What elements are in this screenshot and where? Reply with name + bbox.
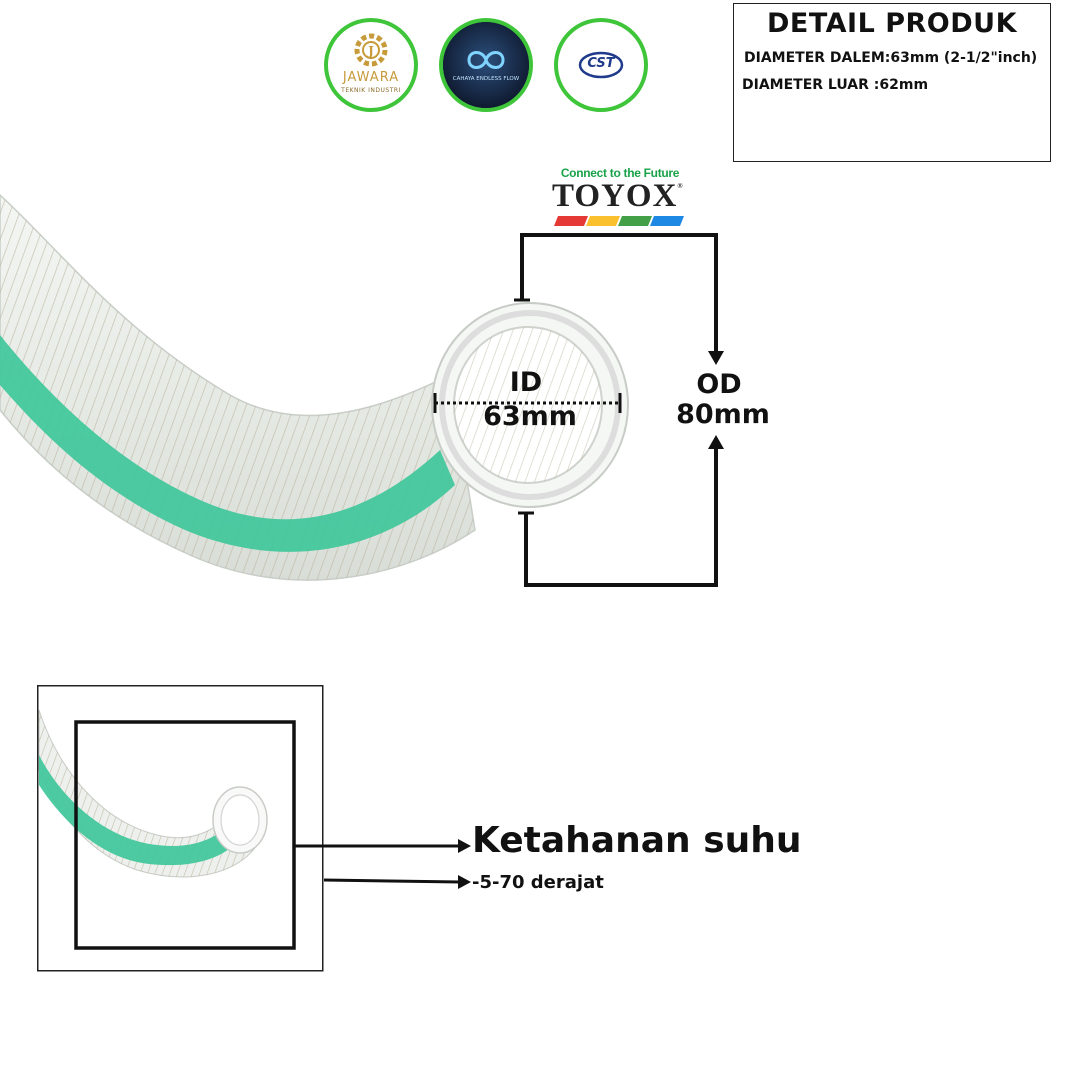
arrow-right-icon [458, 875, 471, 889]
jawara-logo-name: JAWARA [342, 70, 400, 85]
cst-logo-name: CST [587, 56, 615, 71]
detail-title: DETAIL PRODUK [766, 8, 1017, 39]
brand-name: TOYOX® [552, 178, 684, 214]
id-label: ID [509, 367, 543, 398]
feature-pointer-arrows [294, 839, 471, 889]
svg-text:J: J [367, 44, 374, 58]
arrow-right-icon [458, 839, 471, 853]
gear-icon: J [354, 33, 388, 67]
temperature-inset [37, 685, 324, 972]
cst-badge-icon [578, 51, 624, 79]
hose-illustration [0, 193, 629, 581]
cahaya-logo: CAHAYA ENDLESS FLOW [439, 18, 533, 112]
jawara-logo: J JAWARA TEKNIK INDUSTRI [324, 18, 418, 112]
infinity-icon [443, 22, 529, 108]
arrow-up-icon [708, 435, 724, 449]
id-value: 63mm [483, 401, 577, 432]
feature-value: -5-70 derajat [472, 872, 604, 893]
feature-title: Ketahanan suhu [472, 820, 802, 861]
arrow-down-icon [708, 351, 724, 365]
cst-logo: CST [554, 18, 648, 112]
od-dimension-lines [514, 233, 724, 587]
zoom-frame [74, 720, 296, 950]
jawara-logo-subtitle: TEKNIK INDUSTRI [341, 87, 401, 94]
brand-color-stripe [554, 216, 684, 226]
od-value: 80mm [676, 399, 770, 430]
inner-diameter-spec: DIAMETER DALEM:63mm (2-1/2"inch) [744, 50, 1038, 66]
brand-tagline: Connect to the Future [560, 166, 680, 180]
od-label: OD [696, 369, 742, 400]
cahaya-logo-name: CAHAYA ENDLESS FLOW [452, 76, 520, 82]
outer-diameter-spec: DIAMETER LUAR :62mm [742, 77, 929, 93]
detail-panel: DETAIL PRODUK DIAMETER DALEM:63mm (2-1/2… [733, 3, 1051, 162]
